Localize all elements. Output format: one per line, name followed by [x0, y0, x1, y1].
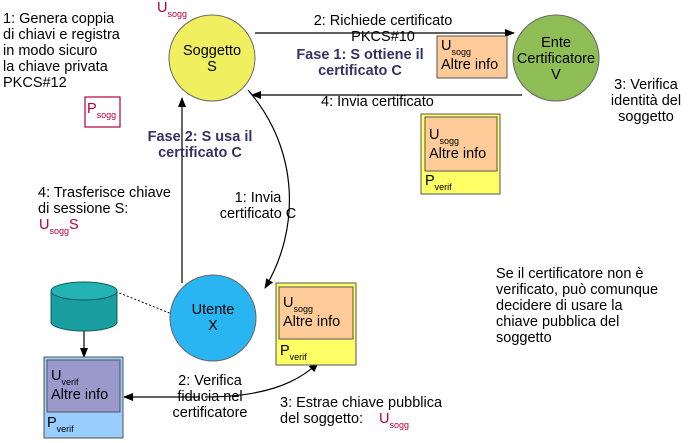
soggetto-node	[168, 14, 256, 102]
cert-standalone-altre: Altre info	[429, 146, 487, 162]
arrow-estrae	[204, 362, 319, 398]
step-verifica-fiducia: 2: Verifica fiducia nel certificatore	[172, 373, 248, 421]
certificate-verifier	[43, 356, 124, 439]
step-estrae: 3: Estrae chiave pubblica del soggetto:	[280, 395, 443, 427]
cert-utente-u: Usogg	[283, 295, 314, 315]
cert-standalone-p: Pverif	[425, 173, 452, 193]
cert-ente-u: Usogg	[441, 38, 472, 58]
step-richiede: 2: Richiede certificato PKCS#10	[313, 13, 453, 45]
certificate-utente	[275, 282, 357, 366]
connectors	[80, 29, 522, 401]
step-verifica-identita: 3: Verifica identità del soggetto	[610, 77, 682, 125]
key-u-sogg-s: UsoggS	[39, 217, 79, 236]
cert-verif-altre: Altre info	[51, 387, 109, 403]
step-invia-c: 1: Invia certificato C	[219, 190, 297, 222]
cert-verif-u: Uverif	[51, 368, 79, 388]
step-trasferisce: 4: Trasferisce chiave di sessione S:	[38, 185, 171, 217]
utente-label: Utente X	[191, 302, 235, 334]
utente-node	[169, 274, 257, 362]
note-text: Se il certificatore non è verificato, pu…	[496, 266, 659, 346]
phase-1-title: Fase 1: S ottiene il certificato C	[296, 47, 424, 79]
cert-standalone-u: Usogg	[429, 127, 460, 147]
database-icon	[50, 281, 118, 332]
step-genera: 1: Genera coppia di chiavi e registra in…	[3, 11, 120, 91]
private-key-box	[84, 96, 121, 128]
step-invia-certificato: 4: Invia certificato	[321, 94, 434, 110]
soggetto-label: Soggetto S	[182, 43, 242, 75]
cert-verif-p: Pverif	[47, 415, 74, 435]
ente-node	[512, 14, 600, 102]
dotted-link	[111, 289, 173, 315]
ente-label: Ente Certificatore V	[516, 35, 596, 83]
cert-ente-altre: Altre info	[441, 57, 499, 73]
cert-utente-altre: Altre info	[283, 314, 341, 330]
key-u-sogg-estrae: Usogg	[379, 411, 410, 430]
cert-utente-p: Pverif	[280, 343, 307, 363]
arrow-invia-c	[247, 89, 291, 289]
certificate-ente	[436, 35, 508, 79]
certificate-standalone	[420, 113, 501, 195]
key-p-sogg: Psogg	[87, 101, 117, 120]
key-u-sogg-top: Usogg	[157, 0, 188, 19]
phase-2-title: Fase 2: S usa il certificato C	[147, 129, 253, 161]
